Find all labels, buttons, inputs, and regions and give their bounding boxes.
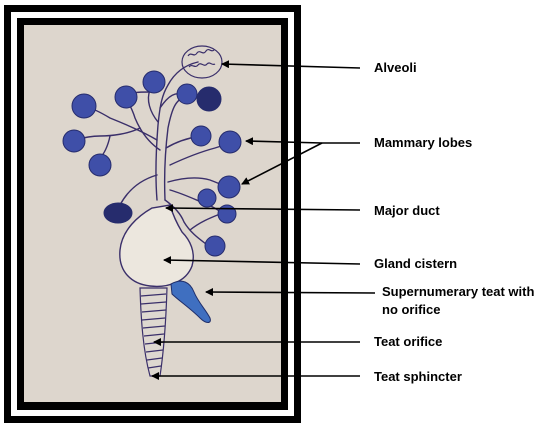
label-teat-orifice: Teat orifice [374,334,442,350]
label-alveoli: Alveoli [374,60,417,76]
label-supernumerary-teat-line1: Supernumerary teat with [382,284,534,300]
label-supernumerary-teat-line2: no orifice [382,302,441,318]
label-gland-cistern: Gland cistern [374,256,457,272]
label-mammary-lobes: Mammary lobes [374,135,472,151]
label-teat-sphincter: Teat sphincter [374,369,462,385]
label-major-duct: Major duct [374,203,440,219]
arrow-supernumerary-teat [206,292,375,293]
